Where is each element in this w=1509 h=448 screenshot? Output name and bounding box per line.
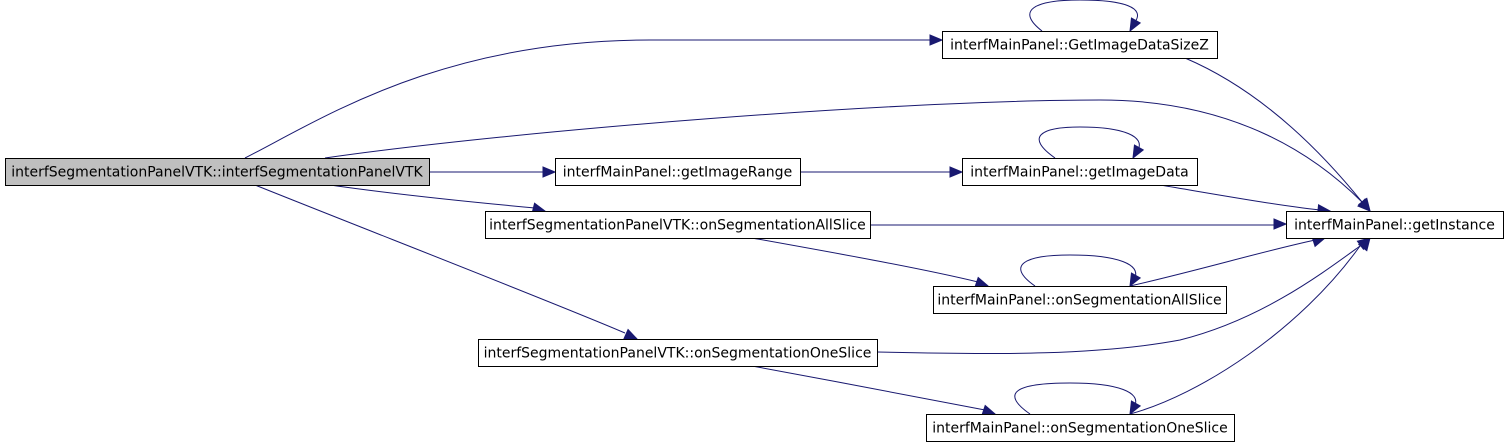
node-vall[interactable]: interfSegmentationPanelVTK::onSegmentati… (485, 211, 871, 239)
node-gsz[interactable]: interfMainPanel::GetImageDataSizeZ (942, 31, 1218, 59)
edge-line (1020, 254, 1137, 287)
edge-arrowhead (929, 34, 944, 46)
node-gir[interactable]: interfMainPanel::getImageRange (555, 158, 801, 186)
node-box[interactable] (933, 286, 1227, 314)
edge-gid-to-gin (1159, 184, 1332, 216)
edge-gid-to-gid (1038, 126, 1145, 160)
node-label: interfMainPanel::getImageData (970, 165, 1188, 181)
edge-arrowhead (1129, 17, 1142, 33)
node-box[interactable] (555, 158, 801, 186)
edge-mall-to-gin (1129, 236, 1327, 287)
edge-mone-to-gin (1129, 236, 1371, 415)
edge-line (1029, 0, 1138, 32)
node-label: interfMainPanel::onSegmentationOneSlice (932, 421, 1228, 437)
edge-line (254, 184, 626, 334)
nodes-layer: interfSegmentationPanelVTK::interfSegmen… (5, 31, 1504, 442)
node-box[interactable] (926, 414, 1235, 442)
edge-arrowhead (949, 166, 964, 178)
edges-layer (244, 0, 1372, 416)
node-box[interactable] (478, 339, 878, 367)
edge-line (329, 184, 536, 209)
node-label: interfMainPanel::getInstance (1294, 218, 1495, 234)
edge-gir-to-gid (800, 166, 964, 178)
edge-vall-to-gin (870, 218, 1288, 230)
edge-line (1129, 245, 1361, 415)
edge-mone-to-mone (1014, 382, 1142, 416)
node-box[interactable] (962, 158, 1198, 186)
node-gid[interactable]: interfMainPanel::getImageData (962, 158, 1198, 186)
node-mall[interactable]: interfMainPanel::onSegmentationAllSlice (933, 286, 1227, 314)
node-gin[interactable]: interfMainPanel::getInstance (1286, 211, 1504, 239)
edge-line (1159, 184, 1321, 211)
edge-line (751, 237, 979, 283)
edge-vall-to-mall (751, 237, 990, 288)
edge-root-to-vone (254, 184, 639, 340)
edge-arrowhead (623, 328, 639, 340)
node-box[interactable] (942, 31, 1218, 59)
edge-root-to-vall (329, 184, 547, 214)
edge-line (244, 39, 932, 159)
edge-arrowhead (1273, 218, 1288, 230)
node-vone[interactable]: interfSegmentationPanelVTK::onSegmentati… (478, 339, 878, 367)
edge-root-to-gir (429, 166, 557, 178)
node-label: interfMainPanel::GetImageDataSizeZ (950, 38, 1209, 54)
edge-line (876, 245, 1361, 355)
edge-arrowhead (974, 276, 990, 288)
edge-vone-to-mone (751, 365, 997, 416)
edge-arrowhead (1129, 272, 1142, 288)
edge-line (324, 99, 1363, 203)
edge-gsz-to-gin (1184, 57, 1371, 213)
edge-line (1184, 57, 1363, 203)
edge-arrowhead (1357, 236, 1371, 252)
edge-mall-to-mall (1020, 254, 1142, 288)
edge-arrowhead (1129, 400, 1142, 416)
edge-line (1014, 382, 1137, 415)
edge-root-to-gsz (244, 34, 944, 159)
node-label: interfSegmentationPanelVTK::onSegmentati… (489, 218, 866, 234)
node-mone[interactable]: interfMainPanel::onSegmentationOneSlice (926, 414, 1235, 442)
edge-arrowhead (1357, 197, 1371, 213)
edge-line (751, 365, 986, 411)
edge-gsz-to-gsz (1029, 0, 1142, 33)
node-box[interactable] (5, 158, 430, 186)
edge-line (1038, 126, 1140, 159)
edge-arrowhead (1132, 144, 1145, 160)
node-label: interfSegmentationPanelVTK::onSegmentati… (484, 346, 872, 362)
node-root[interactable]: interfSegmentationPanelVTK::interfSegmen… (5, 158, 430, 186)
edge-arrowhead (981, 404, 997, 416)
node-label: interfMainPanel::getImageRange (563, 165, 792, 181)
edge-line (1129, 239, 1316, 287)
node-box[interactable] (1286, 211, 1504, 239)
node-label: interfSegmentationPanelVTK::interfSegmen… (11, 165, 423, 181)
edge-arrowhead (542, 166, 557, 178)
node-label: interfMainPanel::onSegmentationAllSlice (937, 293, 1221, 309)
node-box[interactable] (485, 211, 871, 239)
